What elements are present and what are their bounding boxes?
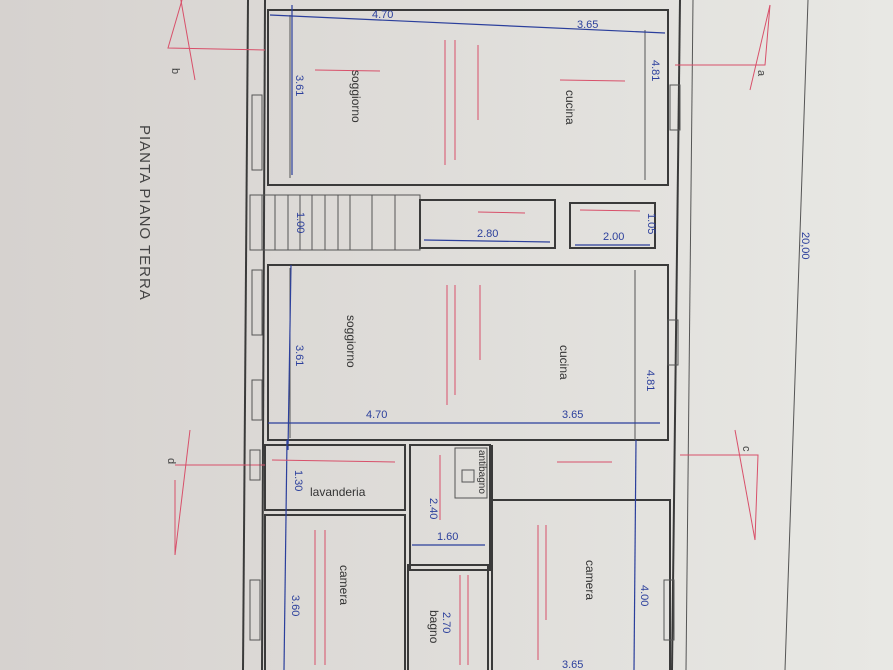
section-marks: [167, 0, 771, 556]
dimension-depth-right-2: 4.81: [644, 370, 656, 391]
camera-left-dimension: 3.60: [289, 595, 301, 616]
bagno-dimension: 2.70: [440, 612, 452, 633]
overall-dimension: 20,00: [799, 232, 811, 260]
section-mark-b: b: [169, 68, 181, 74]
dimension-width-right-2: 3.65: [562, 409, 583, 421]
section-mark-a: a: [755, 70, 767, 77]
hall-dimension: 2.80: [477, 228, 498, 240]
room-label-camera-left: camera: [337, 565, 351, 605]
lower-rooms: [264, 439, 671, 670]
lavanderia-dimension-2: 2.40: [427, 498, 439, 519]
camera-right-dimension-2: 3.65: [562, 659, 583, 670]
antibagno-dimension: 1.60: [437, 531, 458, 543]
room-label-camera-right: camera: [583, 560, 597, 600]
room-label-bagno: bagno: [427, 610, 441, 644]
dimension-depth-right: 4.81: [649, 60, 661, 81]
lavanderia-dimension: 1.30: [292, 470, 304, 491]
room-label-lavanderia: lavanderia: [310, 485, 366, 499]
outer-walls: [242, 0, 809, 670]
section-mark-c: c: [740, 446, 752, 452]
stairs-dimension: 1.00: [294, 212, 306, 233]
room-label-cucina-2: cucina: [557, 345, 571, 380]
dimension-depth-left: 3.61: [293, 75, 305, 96]
room-label-soggiorno: soggiorno: [349, 70, 363, 123]
dimension-width-left: 4.70: [372, 9, 393, 21]
room-label-antibagno: antibagno: [476, 450, 487, 494]
section-mark-d: d: [165, 458, 177, 464]
wc-dimension-2: 1.05: [645, 213, 657, 234]
dimension-depth-left-2: 3.61: [293, 345, 305, 366]
plan-title: PIANTA PIANO TERRA: [136, 125, 153, 301]
room-label-soggiorno-2: soggiorno: [344, 315, 358, 368]
room-label-cucina: cucina: [563, 90, 577, 125]
stairs: [249, 194, 656, 251]
windows: [249, 84, 681, 641]
dimension-width-right: 3.65: [577, 19, 598, 31]
camera-right-dimension: 4.00: [638, 585, 650, 606]
dimension-width-left-2: 4.70: [366, 409, 387, 421]
wc-dimension: 2.00: [603, 231, 624, 243]
unit-1: [267, 5, 669, 186]
